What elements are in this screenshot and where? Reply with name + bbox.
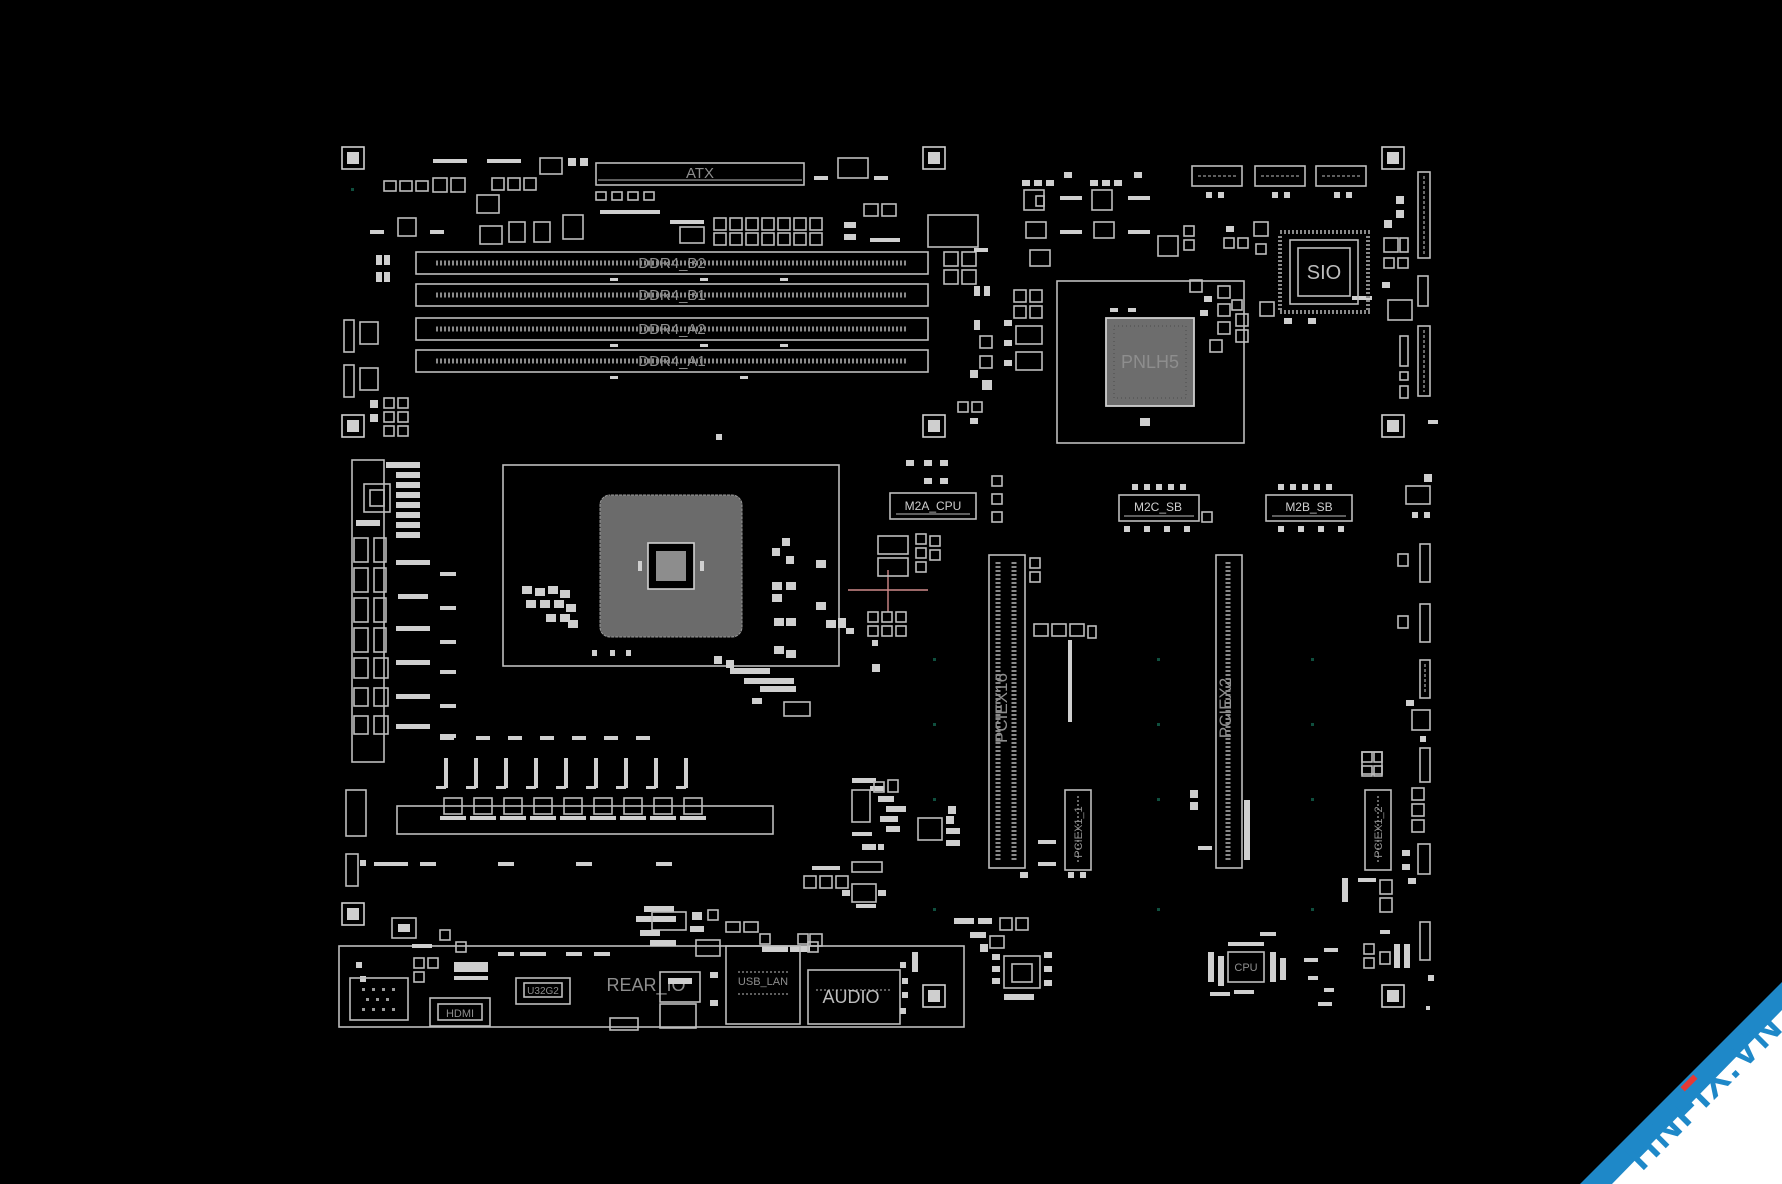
sio-chip[interactable]: SIO [1223,221,1370,324]
m2b-sb-label: M2B_SB [1285,500,1332,514]
ddr4-slot-a2[interactable]: DDR4_A2 [415,317,929,341]
ddr4-slot-b1[interactable]: DDR4_B1 [415,283,929,307]
ddr4-slot-a1[interactable]: DDR4_A1 [415,349,929,373]
m2c-sb-label: M2C_SB [1134,500,1182,514]
crosshair-cursor [848,570,928,612]
vrm-phase-row [396,736,774,835]
m2a-cpu-label: M2A_CPU [905,499,962,513]
lower-right-cluster [954,917,1052,1000]
usb32-label: U32G2 [527,986,559,997]
audio-port[interactable]: AUDIO [807,952,918,1025]
cpu-socket[interactable] [502,464,840,667]
pcie-x2-label: PCIEX2 [1216,678,1235,738]
rear-io-label-group: REAR_IO [606,975,685,996]
sio-label: SIO [1307,262,1341,284]
pcie-x2-slot[interactable]: PCIEX2 [1190,554,1250,869]
pcie-x16-label: PCIEX16 [992,673,1011,743]
audio-label: AUDIO [822,987,879,1007]
reference-dots [351,188,1314,911]
rear-io-label: REAR_IO [606,975,685,996]
usb-lan-label: USB_LAN [738,976,788,988]
rear-io-upper-components [636,906,823,1029]
atx-connector[interactable]: ATX [595,162,805,186]
pch-area-components [957,172,1249,424]
usb32-port[interactable]: U32G2 [515,977,571,1005]
cpu-area-components [522,538,880,717]
cpu-fan-header[interactable]: CPU [1208,932,1338,1006]
mid-lower-components [803,778,960,908]
pcie-x1-a-label: PCIEX1_1 [1073,806,1085,857]
pcie-x16-slot[interactable]: PCIEX16 [988,554,1097,878]
ddr4-slot-a2-label: DDR4_A2 [638,321,706,338]
top-right-headers [1191,165,1438,424]
pch-chip[interactable]: PNLH5 [1056,280,1245,444]
pch-label: PNLH5 [1121,352,1179,372]
usb-lan-port[interactable]: USB_LAN [710,945,801,1025]
hdmi-label: HDMI [446,1008,474,1020]
atx-label: ATX [686,165,714,182]
m2c-sb-slot[interactable]: M2C_SB [1118,484,1213,532]
top-left-components [343,157,979,437]
cpu-fan-label: CPU [1234,962,1257,974]
ddr4-slot-a1-label: DDR4_A1 [638,353,706,370]
ddr4-slots: DDR4_B2 DDR4_B1 DDR4_A2 DDR4_A1 [415,251,929,440]
m2a-cpu-slot[interactable]: M2A_CPU [867,460,1003,670]
pcie-x1-b-label: PCIEX1_2 [1373,806,1385,857]
ddr4-slot-b1-label: DDR4_B1 [638,287,706,304]
ddr4-slot-b2-label: DDR4_B2 [638,255,706,272]
ddr4-slot-b2[interactable]: DDR4_B2 [415,251,929,275]
mounting-holes [341,146,1405,1008]
hdmi-port[interactable]: HDMI [429,997,491,1027]
pcie-x1-slot-b[interactable]: PCIEX1_2 [1361,751,1392,871]
m2b-sb-slot[interactable]: M2B_SB [1265,484,1353,532]
